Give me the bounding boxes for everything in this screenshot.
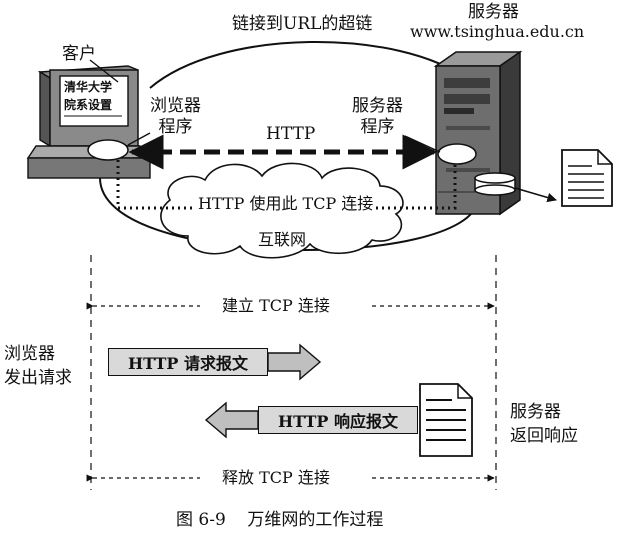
server-to-document-arrow	[514, 187, 557, 203]
hyperlink-arc	[149, 40, 469, 89]
client-computer	[26, 59, 152, 179]
browser-program-oval	[87, 139, 129, 161]
server-response-note: 服务器 返回响应	[510, 402, 578, 446]
server-url: www.tsinghua.edu.cn	[410, 22, 585, 41]
server-title: 服务器	[468, 2, 519, 22]
http-request-message: HTTP 请求报文	[108, 348, 268, 376]
tcp-setup-label: 建立 TCP 连接	[222, 296, 330, 315]
http-response-message: HTTP 响应报文	[258, 406, 418, 434]
response-arrow	[204, 401, 259, 439]
internet-label: 互联网	[258, 230, 307, 249]
disk-icon	[474, 172, 516, 196]
browser-request-note: 浏览器 发出请求	[4, 344, 72, 388]
screen-line-1: 清华大学	[64, 80, 113, 94]
browser-program-label: 浏览器 程序	[150, 96, 201, 137]
http-label: HTTP	[266, 124, 316, 144]
server-program-oval	[437, 143, 477, 165]
request-arrow	[267, 343, 322, 381]
tcp-release-label: 释放 TCP 连接	[222, 468, 330, 487]
screen-line-2: 院系设置	[64, 98, 113, 112]
server-program-label: 服务器 程序	[352, 96, 403, 137]
hyperlink-label: 链接到URL的超链	[232, 14, 373, 34]
figure-caption: 图 6-9 万维网的工作过程	[176, 510, 384, 530]
document-icon	[561, 149, 613, 207]
response-document-icon	[419, 383, 473, 457]
client-title: 客户	[62, 44, 96, 64]
tcp-connection-label: HTTP 使用此 TCP 连接	[196, 194, 376, 214]
